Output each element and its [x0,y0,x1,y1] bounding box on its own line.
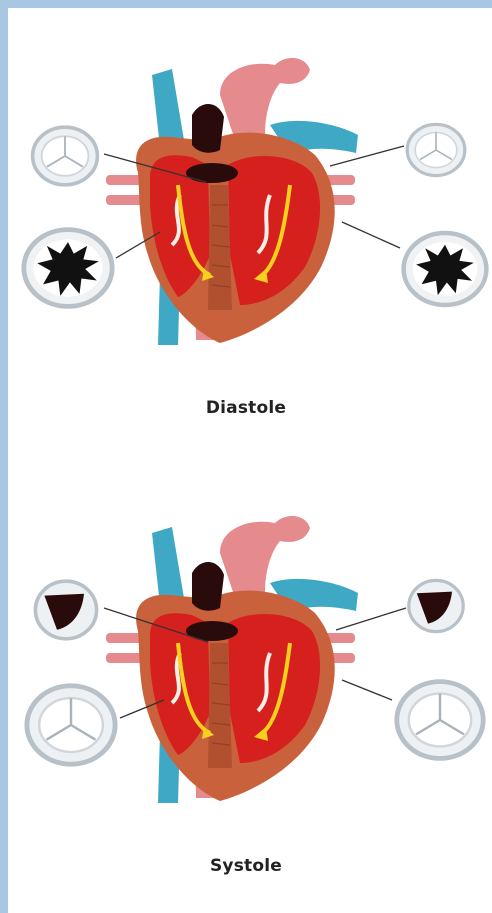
valve-dark-bottom-right [404,233,487,305]
heart-systole [106,516,358,803]
valve-open-top-right [407,124,465,175]
systole-label: Systole [0,856,492,876]
valve-dark-bottom-left [24,230,112,307]
diastole-label: Diastole [0,398,492,418]
valve-open-bottom-right [397,682,483,759]
valve-open-top-left [33,127,98,185]
valve-open-bottom-left [27,686,115,764]
heart-diastole [106,58,358,345]
diastole-figure [24,58,487,345]
valve-closed-top-left [35,581,96,639]
systole-figure [27,516,483,803]
valve-closed-top-right [409,580,463,631]
